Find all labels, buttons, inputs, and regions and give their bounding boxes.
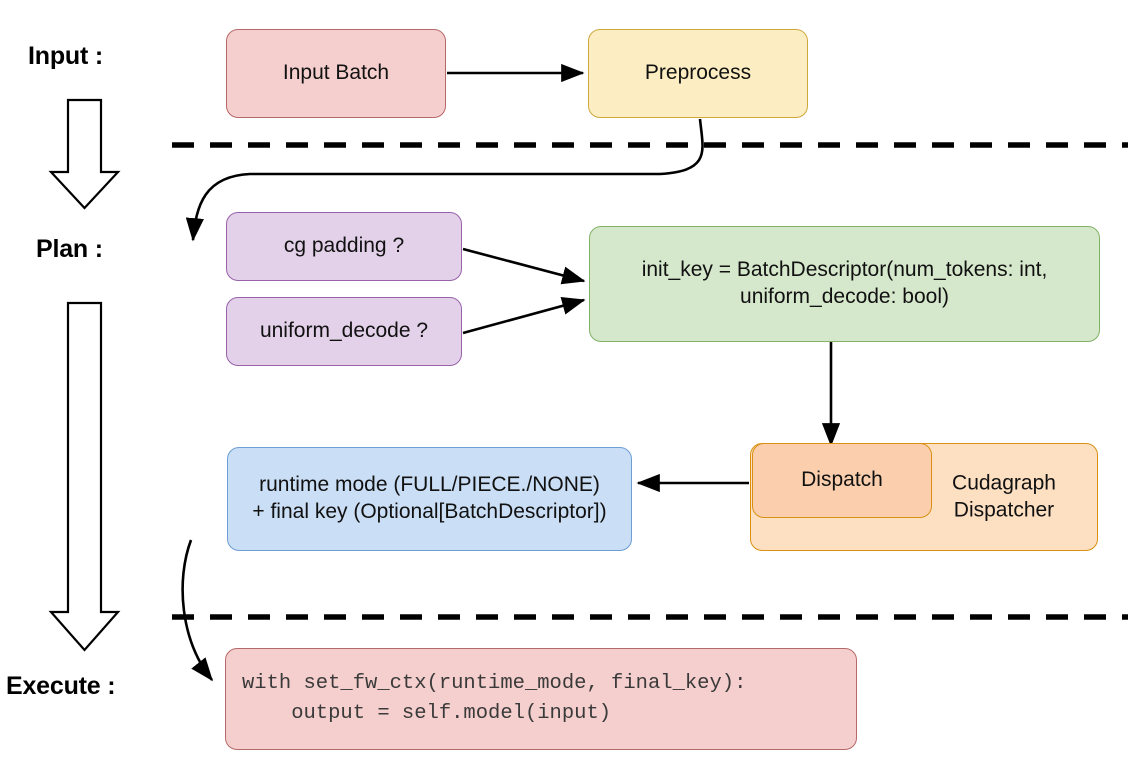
edge-cg-padding-to-init-key	[462, 247, 586, 285]
plan-to-execute-block-arrow	[48, 301, 121, 652]
stage-label-execute: Execute :	[6, 672, 116, 700]
node-init-key[interactable]: init_key = BatchDescriptor(num_tokens: i…	[589, 226, 1100, 342]
stage-label-input: Input :	[28, 42, 103, 70]
node-runtime-mode-line1: runtime mode (FULL/PIECE./NONE)	[259, 473, 600, 497]
input-to-plan-block-arrow	[48, 98, 121, 210]
node-uniform-decode-label: uniform_decode ?	[259, 319, 429, 343]
node-input-batch[interactable]: Input Batch	[226, 29, 446, 118]
node-execute-code[interactable]: with set_fw_ctx(runtime_mode, final_key)…	[225, 648, 857, 750]
node-dispatch[interactable]: Dispatch	[752, 443, 932, 518]
node-cg-padding-label: cg padding ?	[283, 234, 405, 258]
node-uniform-decode[interactable]: uniform_decode ?	[226, 297, 462, 366]
node-cudagraph-dispatcher-line1: Cudagraph	[952, 471, 1056, 495]
node-input-batch-label: Input Batch	[282, 61, 390, 85]
node-runtime-mode-line2: + final key (Optional[BatchDescriptor])	[252, 500, 607, 523]
node-execute-code-line2: output = self.model(input)	[242, 702, 612, 725]
node-cudagraph-dispatcher-line2: Dispatcher	[953, 499, 1055, 522]
node-execute-code-line1: with set_fw_ctx(runtime_mode, final_key)…	[242, 672, 747, 696]
node-preprocess-label: Preprocess	[644, 61, 752, 85]
node-init-key-line1: init_key = BatchDescriptor(num_tokens: i…	[641, 258, 1048, 282]
edge-runtime-mode-to-execute-code	[181, 539, 214, 682]
edge-uniform-decode-to-init-key	[462, 296, 586, 335]
node-cg-padding[interactable]: cg padding ?	[226, 212, 462, 281]
node-runtime-mode[interactable]: runtime mode (FULL/PIECE./NONE) + final …	[227, 447, 632, 551]
node-preprocess[interactable]: Preprocess	[588, 29, 808, 118]
node-init-key-line2: uniform_decode: bool)	[740, 285, 949, 308]
node-cudagraph-dispatcher-label: Cudagraph Dispatcher	[929, 470, 1079, 525]
node-dispatch-label: Dispatch	[801, 468, 883, 492]
stage-label-plan: Plan :	[36, 235, 103, 263]
